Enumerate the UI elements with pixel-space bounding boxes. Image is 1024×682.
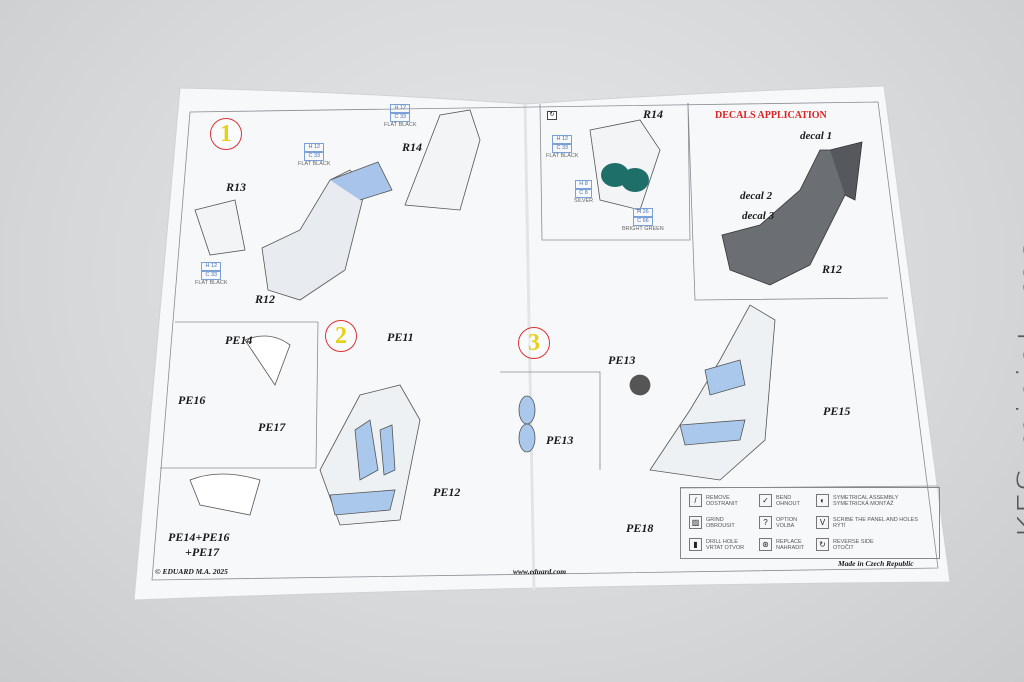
reverse-side-icon: ↻ bbox=[816, 538, 829, 551]
step-3-marker: 3 bbox=[518, 327, 550, 359]
part-label: PE14 bbox=[225, 333, 253, 347]
part-label: R12 bbox=[822, 262, 843, 276]
part-label: +PE17 bbox=[185, 545, 220, 559]
reverse-side-icon: ↻ bbox=[547, 111, 557, 120]
decal-label: decal 2 bbox=[740, 190, 773, 202]
step-2-marker: 2 bbox=[325, 320, 357, 352]
replace-icon: ⊛ bbox=[759, 538, 772, 551]
part-label: R13 bbox=[226, 180, 247, 194]
part-label: R14 bbox=[402, 140, 423, 154]
watermark: KFS-miniatures bbox=[1010, 239, 1024, 540]
part-label: PE13 bbox=[608, 353, 636, 367]
grind-icon: ▨ bbox=[689, 516, 702, 529]
option-icon: ? bbox=[759, 516, 772, 529]
part-label: PE17 bbox=[258, 420, 286, 434]
part-label: PE11 bbox=[387, 330, 414, 344]
remove-icon: / bbox=[689, 494, 702, 507]
step-1-marker: 1 bbox=[210, 118, 242, 150]
seat-drawing-detail bbox=[589, 119, 661, 211]
drill-icon: ▮ bbox=[689, 538, 702, 551]
part-label: R14 bbox=[643, 107, 664, 121]
bend-icon: ✓ bbox=[759, 494, 772, 507]
part-label: PE14+PE16 bbox=[168, 530, 230, 544]
scribe-icon: V bbox=[816, 516, 829, 529]
seat-drawing-step1 bbox=[194, 109, 481, 301]
part-label: PE18 bbox=[626, 521, 654, 535]
decal-label: decal 1 bbox=[800, 130, 833, 142]
website: www.eduard.com bbox=[513, 567, 567, 576]
part-label: PE12 bbox=[433, 485, 461, 499]
part-label: PE15 bbox=[823, 404, 851, 418]
part-label: PE13 bbox=[546, 433, 574, 447]
decals-title: DECALS APPLICATION bbox=[715, 110, 827, 121]
made-in: Made in Czech Republic bbox=[838, 559, 914, 568]
decals-seat-drawing bbox=[721, 141, 863, 286]
seat-drawing-step2 bbox=[189, 335, 421, 526]
copyright: © EDUARD M.A. 2025 bbox=[155, 567, 228, 576]
part-label: R12 bbox=[255, 292, 276, 306]
decal-label: decal 3 bbox=[742, 210, 775, 222]
seat-drawing-step3 bbox=[518, 304, 776, 481]
symmetrical-icon: ◐ bbox=[816, 494, 829, 507]
part-label: PE16 bbox=[178, 393, 206, 407]
